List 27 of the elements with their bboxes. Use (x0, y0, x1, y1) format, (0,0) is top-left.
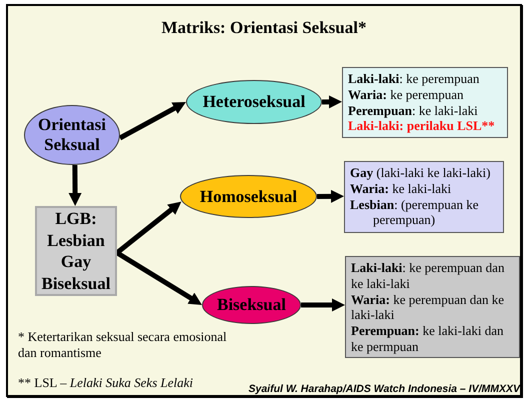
arrow (301, 298, 345, 312)
arrow (322, 95, 342, 108)
description-line: Perempuan: ke laki-laki (348, 102, 479, 118)
emphasis-line: Laki-laki: perilaku LSL** (348, 118, 496, 134)
description-box (345, 256, 520, 358)
node-label: Homoseksual (198, 186, 298, 206)
arrow (115, 202, 182, 255)
node-label: Orientasi Seksual (37, 115, 107, 155)
arrow (116, 250, 202, 305)
description-line: Waria: ke perempuan (348, 86, 465, 103)
description-line: Waria: ke laki-laki (350, 180, 452, 197)
author-credit: Syaiful W. Harahap/AIDS Watch Indonesia – IV/MMXXV (248, 383, 520, 395)
description-box (344, 161, 504, 233)
description-box (342, 67, 508, 138)
description-line: Lesbian: (perempuan ke perempuan) (350, 196, 480, 228)
description-line: Perempuan: ke laki-laki dan ke permpuan (351, 323, 504, 355)
node-label: LGB: Lesbian Gay Biseksual (40, 208, 112, 294)
description-line: Laki-laki: ke perempuan (348, 71, 480, 87)
footnote: * Ketertarikan seksual secara emosional dan romantisme (18, 329, 228, 361)
diagram-title: Matriks: Orientasi Seksual* (160, 17, 368, 38)
arrow (316, 190, 344, 203)
arrow (118, 102, 186, 140)
group-box (35, 206, 117, 296)
footnote: ** LSL – Lelaki Suka Seks Lelaki (18, 375, 194, 391)
node-label: Heteroseksual (202, 92, 306, 112)
description-line: Gay (laki-laki ke laki-laki) (350, 165, 492, 181)
node-label: Biseksual (216, 295, 287, 315)
